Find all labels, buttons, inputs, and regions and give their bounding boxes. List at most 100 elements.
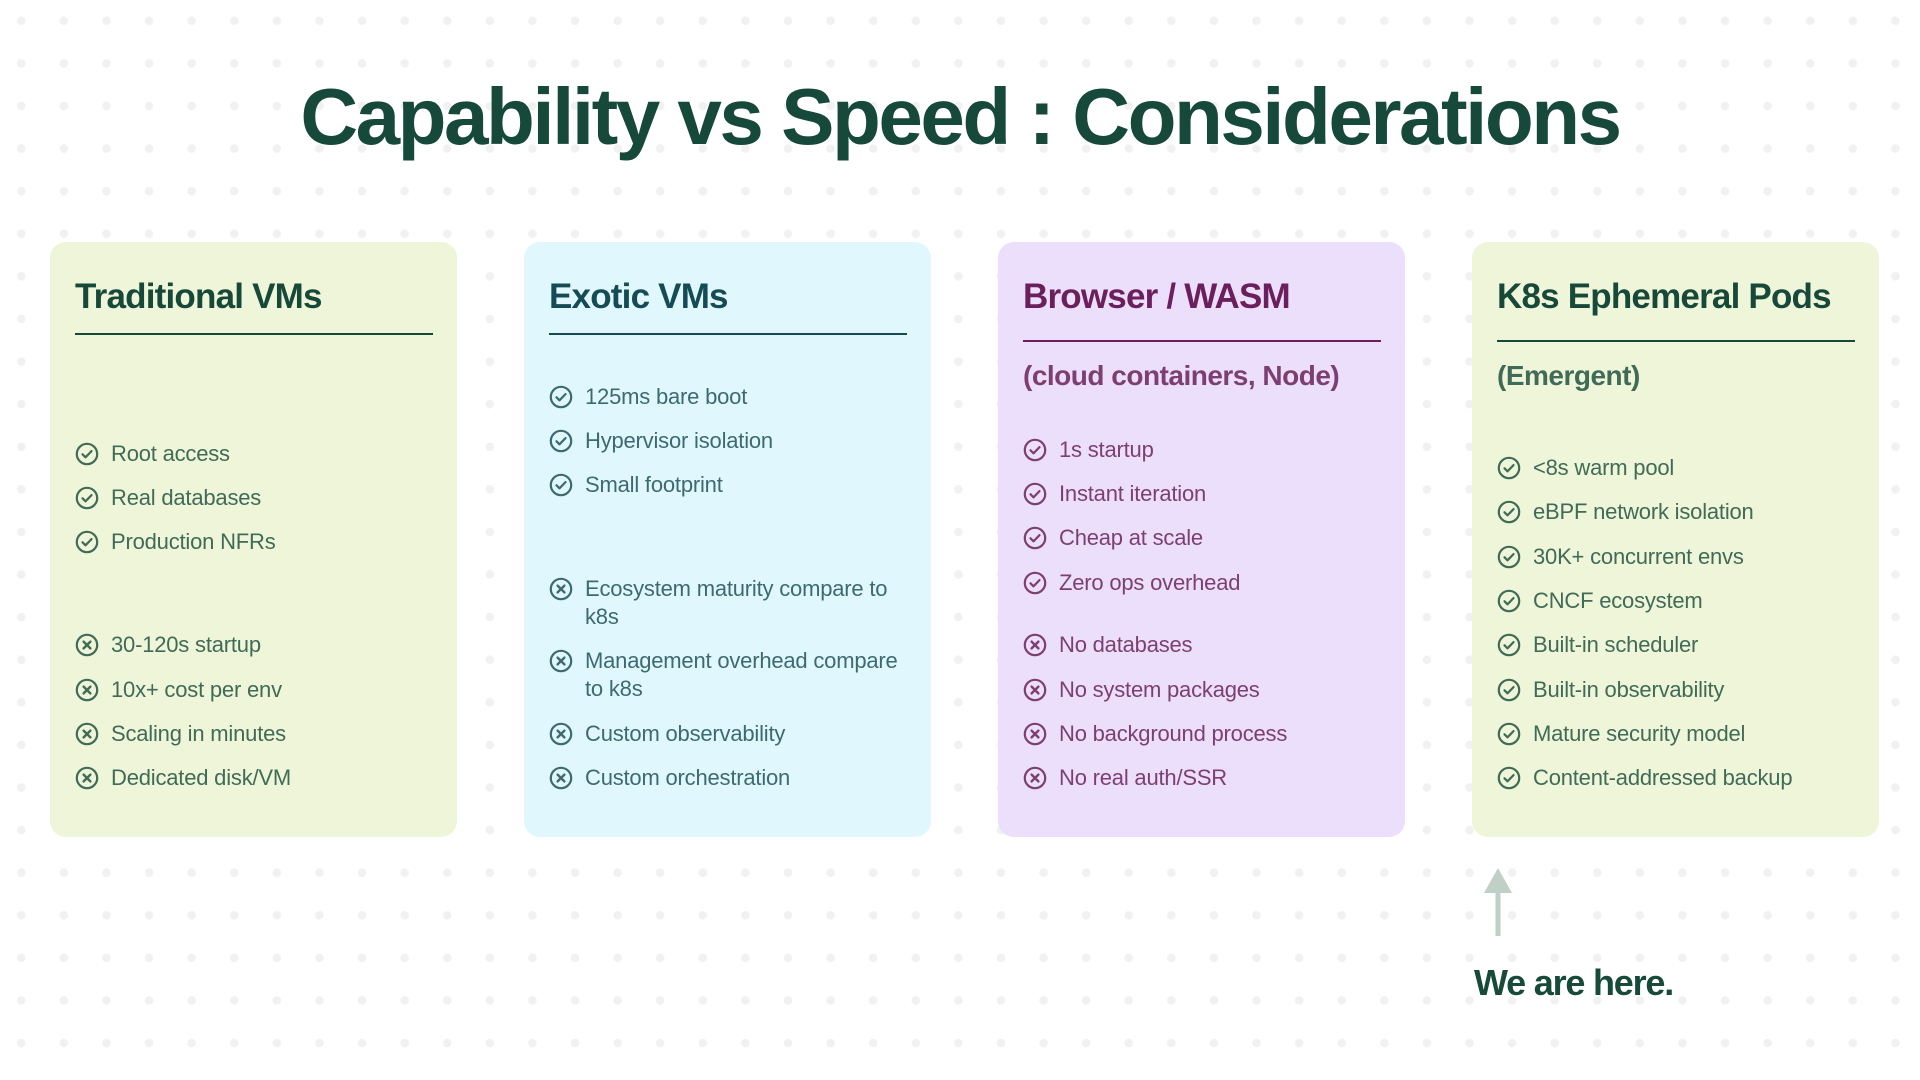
card-subtitle: (cloud containers, Node): [1023, 360, 1340, 391]
con-item: No system packages: [1023, 676, 1385, 704]
pro-item: 125ms bare boot: [549, 383, 911, 411]
item-label: Hypervisor isolation: [585, 428, 773, 453]
item-label: No real auth/SSR: [1059, 765, 1227, 790]
check-circle-icon: [1023, 526, 1047, 550]
pro-item: Zero ops overhead: [1023, 569, 1385, 597]
pro-item: Built-in observability: [1497, 676, 1859, 704]
item-label: Custom orchestration: [585, 765, 791, 790]
con-item: 10x+ cost per env: [75, 676, 437, 704]
pro-item: CNCF ecosystem: [1497, 587, 1859, 615]
check-circle-icon: [75, 442, 99, 466]
check-circle-icon: [549, 473, 573, 497]
con-item: No databases: [1023, 631, 1385, 659]
check-circle-icon: [1497, 545, 1521, 569]
item-label: CNCF ecosystem: [1533, 588, 1703, 613]
item-label: 1s startup: [1059, 437, 1154, 462]
item-label: 125ms bare boot: [585, 384, 748, 409]
check-circle-icon: [1497, 678, 1521, 702]
check-circle-icon: [1497, 500, 1521, 524]
item-label: Content-addressed backup: [1533, 765, 1793, 790]
check-circle-icon: [1497, 766, 1521, 790]
check-circle-icon: [1497, 633, 1521, 657]
check-circle-icon: [1023, 571, 1047, 595]
pro-item: Cheap at scale: [1023, 524, 1385, 552]
x-circle-icon: [549, 649, 573, 673]
x-circle-icon: [75, 766, 99, 790]
item-label: Custom observability: [585, 721, 786, 746]
pro-item: 30K+ concurrent envs: [1497, 543, 1859, 571]
x-circle-icon: [75, 678, 99, 702]
pro-item: Small footprint: [549, 471, 911, 499]
x-circle-icon: [1023, 766, 1047, 790]
item-label: Management overhead compare to k8s: [585, 648, 898, 701]
pro-item: Built-in scheduler: [1497, 631, 1859, 659]
item-label: Real databases: [111, 485, 262, 510]
item-label: Zero ops overhead: [1059, 570, 1241, 595]
item-label: Dedicated disk/VM: [111, 765, 292, 790]
pro-item: <8s warm pool: [1497, 454, 1859, 482]
con-item: Dedicated disk/VM: [75, 764, 437, 792]
x-circle-icon: [1023, 722, 1047, 746]
x-circle-icon: [75, 722, 99, 746]
con-item: Custom observability: [549, 720, 911, 748]
card-heading: K8s Ephemeral Pods: [1497, 277, 1832, 316]
pro-item: Production NFRs: [75, 528, 437, 556]
check-circle-icon: [549, 429, 573, 453]
item-label: No system packages: [1059, 677, 1260, 702]
pro-item: Root access: [75, 440, 437, 468]
pro-item: Mature security model: [1497, 720, 1859, 748]
con-item: Management overhead compare to k8s: [549, 647, 911, 703]
x-circle-icon: [1023, 678, 1047, 702]
item-label: No databases: [1059, 632, 1193, 657]
item-label: eBPF network isolation: [1533, 499, 1754, 524]
item-label: Instant iteration: [1059, 481, 1207, 506]
item-label: Built-in scheduler: [1533, 632, 1699, 657]
con-item: Custom orchestration: [549, 764, 911, 792]
x-circle-icon: [549, 577, 573, 601]
item-label: 10x+ cost per env: [111, 677, 282, 702]
heading-divider: [75, 333, 433, 335]
item-label: Production NFRs: [111, 529, 276, 554]
x-circle-icon: [75, 633, 99, 657]
x-circle-icon: [1023, 633, 1047, 657]
pro-item: Real databases: [75, 484, 437, 512]
item-label: No background process: [1059, 721, 1288, 746]
check-circle-icon: [1497, 589, 1521, 613]
page-title: Capability vs Speed : Considerations: [300, 72, 1622, 161]
heading-divider: [1023, 340, 1381, 342]
check-circle-icon: [1023, 482, 1047, 506]
item-label: <8s warm pool: [1533, 455, 1675, 480]
item-label: 30K+ concurrent envs: [1533, 544, 1744, 569]
con-item: 30-120s startup: [75, 631, 437, 659]
card-heading: Exotic VMs: [549, 277, 729, 316]
pro-item: Hypervisor isolation: [549, 427, 911, 455]
item-label: Cheap at scale: [1059, 525, 1203, 550]
item-label: Small footprint: [585, 472, 723, 497]
con-item: No background process: [1023, 720, 1385, 748]
pro-item: Content-addressed backup: [1497, 764, 1859, 792]
pro-item: 1s startup: [1023, 436, 1385, 464]
item-label: Scaling in minutes: [111, 721, 286, 746]
pro-item: Instant iteration: [1023, 480, 1385, 508]
we-are-here-label: We are here.: [1474, 962, 1674, 1003]
con-item: No real auth/SSR: [1023, 764, 1385, 792]
x-circle-icon: [549, 766, 573, 790]
heading-divider: [1497, 340, 1855, 342]
card-browser-wasm: Browser / WASM (cloud containers, Node) 1s…: [998, 242, 1405, 837]
check-circle-icon: [1497, 456, 1521, 480]
item-label: Ecosystem maturity compare to k8s: [585, 576, 888, 629]
item-label: Mature security model: [1533, 721, 1746, 746]
card-heading: Traditional VMs: [75, 277, 322, 316]
heading-divider: [549, 333, 907, 335]
con-item: Scaling in minutes: [75, 720, 437, 748]
card-subtitle: (Emergent): [1497, 360, 1640, 391]
check-circle-icon: [549, 385, 573, 409]
card-heading: Browser / WASM: [1023, 277, 1291, 316]
check-circle-icon: [75, 486, 99, 510]
item-label: Root access: [111, 441, 230, 466]
pro-item: eBPF network isolation: [1497, 498, 1859, 526]
item-label: Built-in observability: [1533, 677, 1725, 702]
check-circle-icon: [1023, 438, 1047, 462]
